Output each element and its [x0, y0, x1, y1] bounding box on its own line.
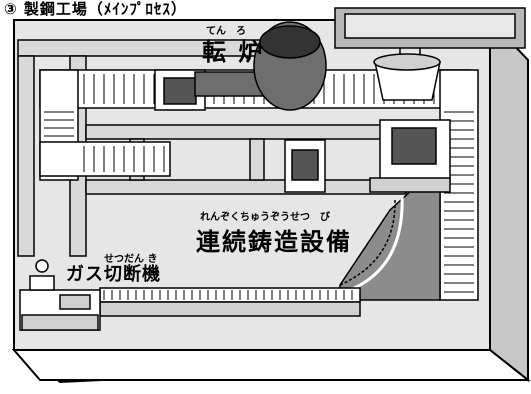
runout-table — [99, 287, 361, 317]
converter-label: 転 炉 — [202, 38, 265, 66]
gas-cutter-machine — [19, 259, 101, 331]
continuous-casting-label: 連続鋳造設備 — [196, 228, 352, 256]
gas-cutter-ruby: せつだん き — [104, 254, 158, 265]
converter-vessel — [194, 21, 327, 111]
page-heading: ③ 製鋼工場（ﾒｲﾝﾌﾟﾛｾｽ） — [4, 0, 187, 18]
hot-metal-ladle — [373, 53, 441, 101]
ladle-car-middle — [284, 139, 326, 193]
gas-cutter-label: ガス切断機 — [66, 264, 161, 285]
continuous-casting-ruby: れんぞくちゅうぞうせつ び — [200, 212, 330, 223]
overhead-rail-frame — [17, 39, 477, 257]
converter-ruby: てん ろ — [206, 26, 246, 37]
ladle-turret — [369, 119, 451, 193]
overhead-crane — [334, 7, 526, 62]
